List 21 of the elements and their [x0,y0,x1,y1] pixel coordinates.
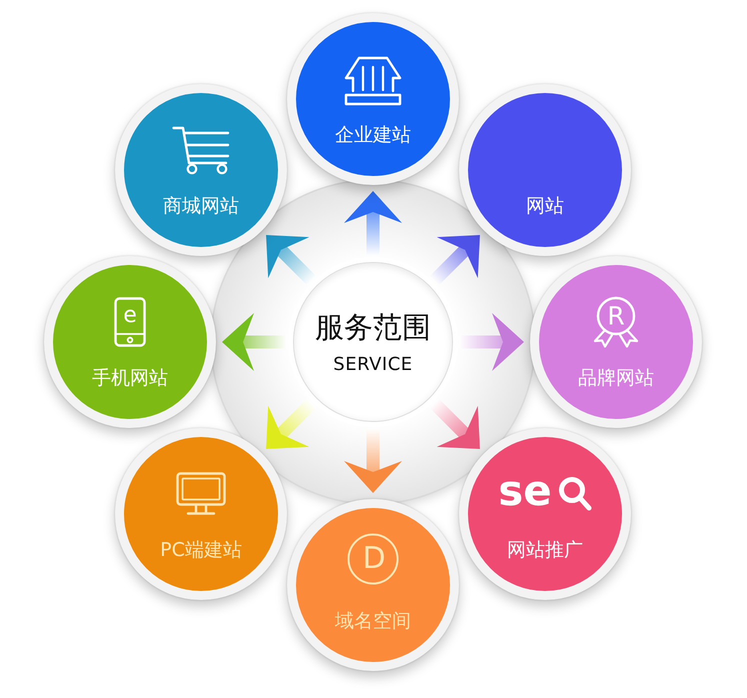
service-label: PC端建站 [159,538,243,562]
service-label: 品牌网站 [577,366,655,390]
icon-text: se [498,470,552,512]
icon-text: D [362,544,386,574]
service-label: 商城网站 [162,194,240,218]
service-circle [287,499,459,671]
service-circle [287,13,459,185]
service-label: 域名空间 [334,609,412,633]
service-label: 网站推广 [506,538,584,562]
arrow [344,191,402,256]
hub-subtitle: SERVICE [333,352,413,376]
icon-text: R [607,304,625,328]
service-circle [530,256,702,428]
hub-title: 服务范围 [315,308,431,344]
service-label: 网站 [525,194,565,218]
service-label: 手机网站 [91,366,169,390]
icon-text: e [123,305,137,327]
arrow [344,428,402,493]
service-circle [44,256,216,428]
arrow [222,313,287,371]
service-label: 企业建站 [334,123,412,147]
